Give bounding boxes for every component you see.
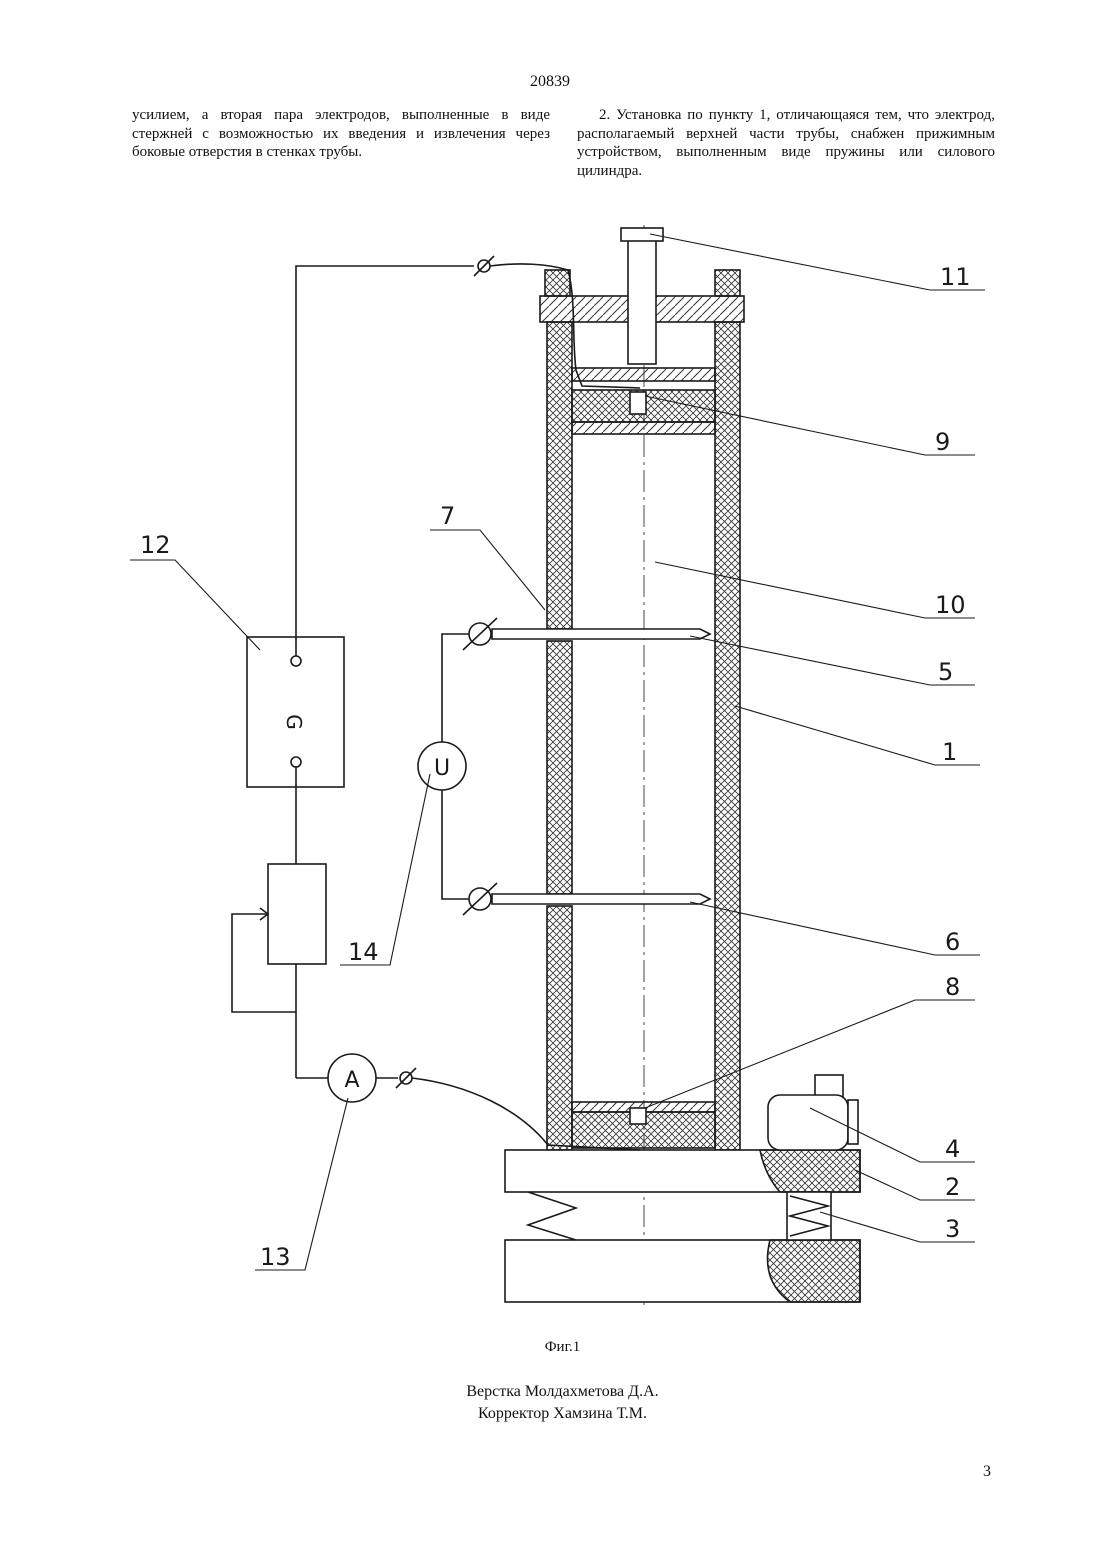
figure-caption: Фиг.1 <box>0 1339 1100 1356</box>
upper-pressure-plate <box>572 368 715 381</box>
page-number: 3 <box>983 1463 991 1481</box>
label-7: 7 <box>440 502 455 530</box>
label-12: 12 <box>140 531 171 559</box>
generator-symbol: G <box>282 714 306 730</box>
proofreader-credit: Корректор Хамзина Т.М. <box>0 1403 1100 1425</box>
label-8: 8 <box>945 973 960 1001</box>
vibrator-motor <box>768 1095 848 1150</box>
label-2: 2 <box>945 1173 960 1201</box>
upper-electrode-plate <box>572 422 715 434</box>
leader-14 <box>340 774 430 965</box>
screw-head <box>621 228 663 241</box>
lower-terminal <box>630 1108 646 1124</box>
generator-terminal-bottom <box>291 757 301 767</box>
text-column-right: 2. Установка по пункту 1, отличающаяся т… <box>577 106 995 180</box>
generator-terminal-top <box>291 656 301 666</box>
side-electrode-6 <box>492 894 710 904</box>
text-column-left: усилием, а вторая пара электродов, выпол… <box>132 106 550 162</box>
leader-8 <box>645 1000 975 1108</box>
label-14: 14 <box>348 938 379 966</box>
tube-wall-right <box>715 322 740 1150</box>
motor-cap <box>815 1075 843 1097</box>
tube-wall-left-lower <box>547 906 572 1150</box>
apparatus-drawing: 11 9 10 7 5 1 6 8 4 2 3 14 13 12 G U A <box>118 215 998 1340</box>
label-3: 3 <box>945 1215 960 1243</box>
leader-10 <box>655 562 975 618</box>
label-4: 4 <box>945 1135 960 1163</box>
wire-voltmeter-bottom <box>442 790 469 899</box>
label-10: 10 <box>935 591 966 619</box>
label-11: 11 <box>940 263 971 291</box>
spring-housing <box>787 1192 831 1240</box>
wire-voltmeter-top <box>442 634 469 742</box>
motor-flange <box>848 1100 858 1144</box>
base-frame-section <box>768 1240 861 1302</box>
screw-shank <box>628 240 656 364</box>
tube-wall-left-upper <box>547 322 572 629</box>
left-column-text: усилием, а вторая пара электродов, выпол… <box>132 106 550 162</box>
leader-11 <box>650 234 985 290</box>
upper-terminal <box>630 392 646 414</box>
patent-number: 20839 <box>0 73 1100 91</box>
leader-7 <box>430 530 545 610</box>
credits: Верстка Молдахметова Д.А. Корректор Хамз… <box>0 1381 1100 1425</box>
ammeter-symbol: A <box>344 1068 359 1093</box>
label-5: 5 <box>938 658 953 686</box>
rheostat-box <box>268 864 326 964</box>
label-6: 6 <box>945 928 960 956</box>
leader-12 <box>130 560 260 650</box>
top-cap-left <box>545 270 570 296</box>
layout-credit: Верстка Молдахметова Д.А. <box>0 1381 1100 1403</box>
top-cap-right <box>715 270 740 296</box>
side-electrode-5 <box>492 629 710 639</box>
label-13: 13 <box>260 1243 291 1271</box>
tube-wall-left-middle <box>547 641 572 894</box>
table-top-section <box>760 1150 860 1192</box>
figure-1: 11 9 10 7 5 1 6 8 4 2 3 14 13 12 G U A <box>118 215 998 1340</box>
wire-generator-top <box>296 266 474 656</box>
label-9: 9 <box>935 428 950 456</box>
right-column-text: 2. Установка по пункту 1, отличающаяся т… <box>577 106 995 180</box>
voltmeter-symbol: U <box>434 756 450 781</box>
spring-left <box>528 1192 576 1240</box>
label-1: 1 <box>942 738 957 766</box>
